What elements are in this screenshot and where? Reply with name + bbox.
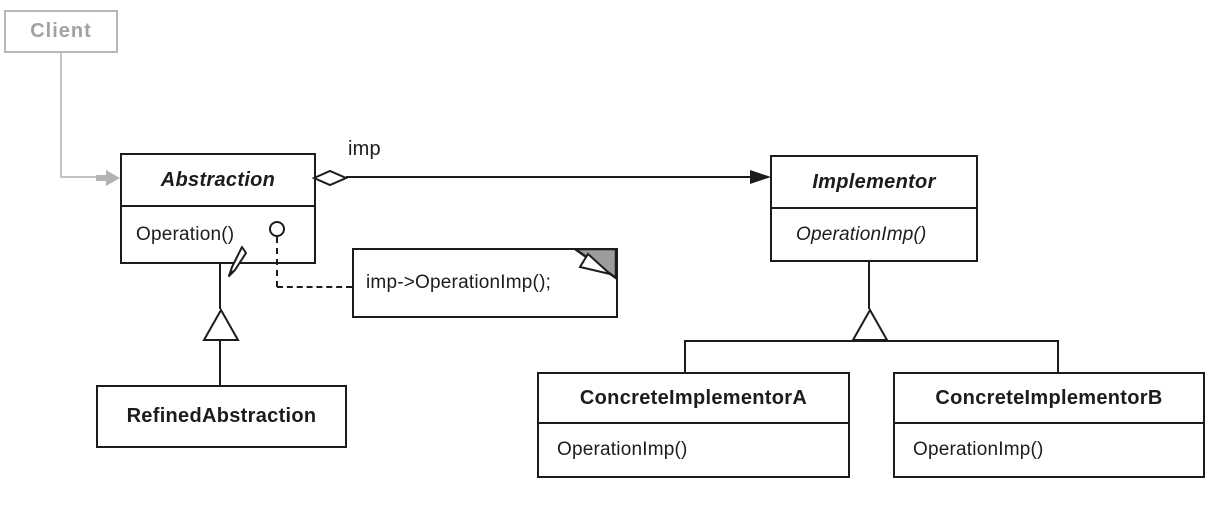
implementor-class-box: Implementor OperationImp() — [770, 155, 978, 262]
concrete-implementor-b-class-name: ConcreteImplementorB — [895, 374, 1203, 424]
inheritance-triangle-implementor-icon — [851, 308, 889, 341]
client-association-line-vertical — [60, 53, 62, 177]
note-box: imp->OperationImp(); — [352, 248, 618, 318]
pen-cursor-icon — [228, 246, 247, 277]
client-class-name: Client — [30, 20, 92, 42]
association-label: imp — [348, 138, 381, 160]
note-dog-ear-icon — [572, 248, 618, 280]
refined-abstraction-class-box: RefinedAbstraction — [96, 385, 347, 448]
abstraction-class-box: Abstraction Operation() — [120, 153, 316, 264]
refined-inheritance-line-lower — [219, 341, 221, 387]
concrete-implementor-a-method: OperationImp() — [557, 439, 688, 460]
concrete-b-connector-line — [1057, 341, 1059, 372]
implementor-method: OperationImp() — [796, 223, 927, 245]
note-connector-circle-icon — [269, 221, 285, 237]
note-text: imp->OperationImp(); — [366, 272, 552, 293]
client-association-line-horizontal — [60, 176, 98, 178]
client-class-box: Client — [4, 10, 118, 53]
note-connector-dashed-horizontal — [277, 286, 352, 288]
client-arrowhead-icon — [96, 170, 120, 186]
implementor-inheritance-line-horizontal — [684, 340, 1059, 342]
note-connector-dashed-vertical — [276, 237, 278, 287]
concrete-implementor-b-method: OperationImp() — [913, 439, 1044, 460]
concrete-implementor-b-class-box: ConcreteImplementorB OperationImp() — [893, 372, 1205, 478]
concrete-a-connector-line — [684, 341, 686, 372]
concrete-implementor-a-class-name: ConcreteImplementorA — [539, 374, 848, 424]
concrete-implementor-a-class-box: ConcreteImplementorA OperationImp() — [537, 372, 850, 478]
aggregation-diamond-icon — [312, 169, 348, 187]
implementor-class-name: Implementor — [772, 157, 976, 209]
refined-abstraction-class-name: RefinedAbstraction — [126, 405, 317, 427]
refined-inheritance-line-upper — [219, 263, 221, 309]
abstraction-class-name: Abstraction — [122, 155, 314, 207]
abstraction-method: Operation() — [136, 223, 235, 245]
inheritance-triangle-abstraction-icon — [202, 308, 240, 341]
imp-association-line — [346, 176, 752, 178]
association-arrowhead-icon — [750, 170, 771, 184]
implementor-inheritance-line-upper — [868, 262, 870, 309]
